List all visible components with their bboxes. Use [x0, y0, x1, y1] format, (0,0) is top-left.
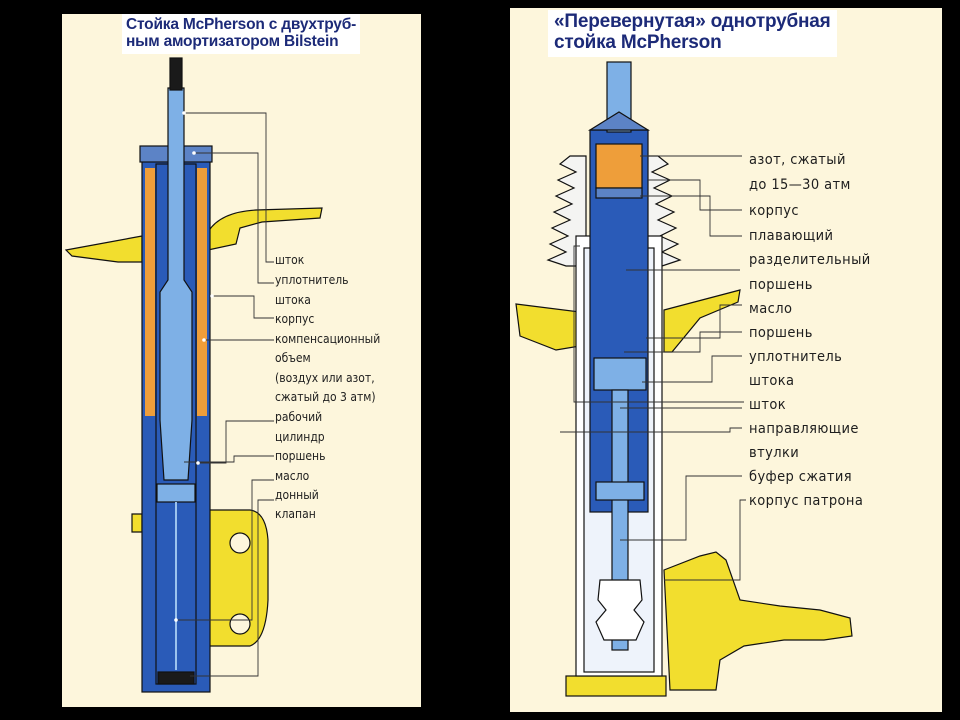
label-foot-valve-line2: клапан — [275, 507, 316, 521]
label-floating-piston-line2: разделительный — [749, 252, 871, 268]
label-guide-bushings-line2: втулки — [749, 445, 800, 461]
left-piston — [156, 483, 196, 503]
left-rod-tip — [169, 57, 183, 91]
label-rod: шток — [275, 253, 305, 267]
label-compensation-line3: (воздух или азот, — [275, 371, 375, 385]
left-spring-plate-right — [207, 207, 323, 251]
label-cartridge-housing: корпус патрона — [749, 493, 864, 509]
label-compensation-line4: сжатый до 3 атм) — [275, 390, 376, 404]
right-strut — [515, 61, 853, 697]
right-leader-lines — [560, 155, 746, 581]
label-guide-bushings-line1: направляющие — [749, 421, 859, 437]
left-gas-volume-left — [145, 168, 155, 416]
label-housing: корпус — [275, 312, 315, 326]
label-floating-piston-line1: плавающий — [749, 228, 834, 244]
left-bracket-lug — [131, 513, 143, 533]
right-bump-stop — [595, 579, 645, 641]
label-compensation-line1: компенсационный — [275, 332, 381, 346]
right-spring-plate — [515, 303, 581, 351]
left-strut — [64, 57, 323, 693]
label-nitrogen-line1: азот, сжатый — [749, 152, 846, 168]
left-bracket-bolt-upper — [229, 532, 251, 554]
left-diagram-title: Стойка McPherson с двухтруб- ным амортиз… — [122, 14, 361, 54]
label-compensation-line2: объем — [275, 351, 311, 365]
label-rod-seal-line2: штока — [275, 293, 311, 307]
left-piston-rod — [159, 87, 193, 481]
left-knuckle-bracket — [205, 509, 269, 647]
left-leader-dots — [174, 111, 214, 622]
left-foot-valve — [157, 671, 195, 685]
left-spring-plate — [64, 235, 143, 263]
right-knuckle — [663, 551, 853, 691]
label-working-cylinder-line1: рабочий — [275, 410, 323, 424]
label-floating-piston-line3: поршень — [749, 277, 813, 293]
label-piston-right: поршень — [749, 325, 813, 341]
label-rod-seal-right-line1: уплотнитель — [749, 349, 843, 365]
right-piston — [593, 357, 647, 391]
label-bump-stop: буфер сжатия — [749, 469, 853, 485]
right-floating-piston — [595, 187, 643, 199]
right-base — [565, 675, 667, 697]
left-gas-volume-right — [197, 168, 207, 416]
label-piston: поршень — [275, 449, 326, 463]
label-working-cylinder-line2: цилиндр — [275, 430, 325, 444]
label-nitrogen-line2: до 15—30 атм — [749, 177, 851, 193]
label-rod-seal-right-line2: штока — [749, 373, 795, 389]
label-oil-right: масло — [749, 301, 793, 317]
right-diagram-title: «Перевернутая» однотрубная стойка McPher… — [548, 10, 837, 57]
label-housing-right: корпус — [749, 203, 799, 219]
right-rod-guide — [595, 481, 645, 501]
left-leader-lines — [176, 112, 274, 677]
right-spring-plate-right — [663, 289, 741, 353]
label-rod-seal-line1: уплотнитель — [275, 273, 349, 287]
left-bracket-bolt-lower — [229, 613, 251, 635]
label-rod-right: шток — [749, 397, 786, 413]
label-oil: масло — [275, 469, 310, 483]
label-foot-valve-line1: донный — [275, 488, 319, 502]
right-gas-chamber — [595, 143, 643, 189]
